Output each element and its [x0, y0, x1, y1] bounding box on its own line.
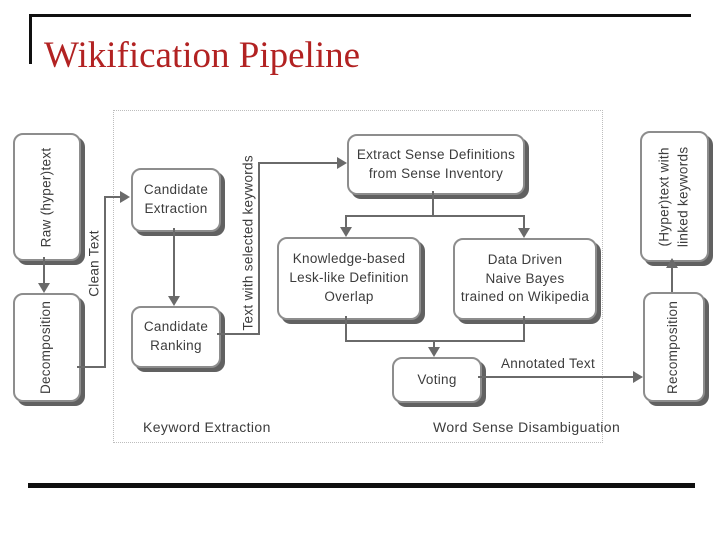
connector-selected-keywords-into-extract	[258, 162, 337, 164]
arrowhead-down-voting-icon	[428, 347, 440, 357]
node-decomposition-label: Decomposition	[38, 300, 54, 395]
edge-label-annotated-text: Annotated Text	[500, 356, 596, 371]
region-label-keyword-extraction: Keyword Extraction	[143, 419, 271, 435]
connector-decomposition-out	[77, 366, 106, 368]
connector-extraction-to-ranking	[173, 228, 175, 297]
edge-label-clean-text: Clean Text	[86, 230, 102, 297]
connector-selected-keywords-vertical	[258, 162, 260, 335]
arrowhead-right-recomposition-icon	[633, 371, 643, 383]
arrowhead-down-candidate-ranking-icon	[168, 296, 180, 306]
arrowhead-down-knowledge-based-icon	[340, 227, 352, 237]
arrowhead-up-hypertext-output-icon	[666, 258, 678, 268]
node-recomposition: Recomposition	[643, 292, 705, 402]
connector-split-right	[523, 215, 525, 229]
node-recomposition-label: Recomposition	[665, 300, 681, 394]
connector-merge-horizontal	[345, 340, 525, 342]
footer-rule	[28, 483, 695, 488]
title-accent-tick	[29, 14, 32, 64]
connector-voting-to-recomposition	[478, 376, 634, 378]
connector-merge-down	[433, 342, 435, 348]
connector-clean-text-vertical	[104, 196, 106, 368]
connector-split-left	[345, 215, 347, 228]
connector-ranking-out	[217, 333, 260, 335]
connector-raw-to-decomposition	[43, 257, 45, 287]
arrowhead-right-extract-sense-icon	[337, 157, 347, 169]
node-raw-hypertext-label: Raw (hyper)text	[38, 147, 54, 247]
header-rule	[30, 14, 691, 17]
slide-title: Wikification Pipeline	[44, 35, 361, 76]
connector-extract-down	[432, 191, 434, 217]
edge-label-text-with-selected-keywords: Text with selected keywords	[240, 155, 256, 331]
connector-clean-text-into-extraction	[104, 196, 120, 198]
connector-split-horizontal	[345, 215, 525, 217]
arrowhead-down-decomposition-icon	[38, 283, 50, 293]
region-label-word-sense-disambiguation: Word Sense Disambiguation	[433, 419, 621, 435]
arrowhead-right-candidate-extraction-icon	[120, 191, 130, 203]
connector-merge-left	[345, 316, 347, 342]
connector-merge-right	[523, 316, 525, 342]
pipeline-dotted-frame	[113, 110, 603, 443]
node-raw-hypertext: Raw (hyper)text	[13, 133, 81, 261]
node-voting-label: Voting	[417, 371, 457, 387]
connector-recomposition-up	[671, 266, 673, 292]
node-voting: Voting	[392, 357, 482, 403]
arrowhead-down-data-driven-icon	[518, 228, 530, 238]
node-decomposition: Decomposition	[13, 293, 81, 402]
